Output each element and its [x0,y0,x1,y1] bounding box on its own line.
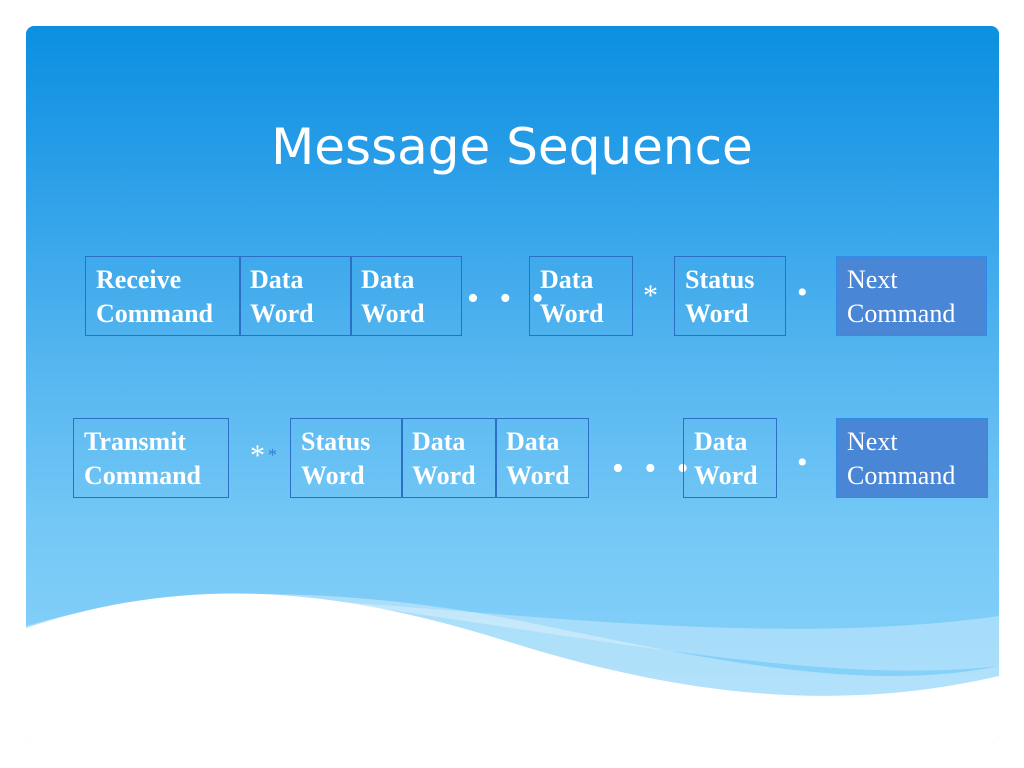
receive-command-box: Receive Command [85,256,241,336]
data-word-box-1: Data Word [401,418,497,498]
gap-marker: * [250,439,265,472]
end-marker: • [797,276,808,309]
wave-decoration [26,593,999,742]
slide-background [26,26,999,742]
gap-marker: * [643,279,658,312]
data-word-box-1: Data Word [239,256,352,336]
status-word-box: Status Word [290,418,403,498]
data-word-box-2: Data Word [350,256,462,336]
ellipsis-marker: • • • [467,280,550,317]
next-command-box: Next Command [836,418,988,498]
next-command-box: Next Command [836,256,987,336]
status-word-box: Status Word [674,256,786,336]
data-word-box-n: Data Word [529,256,633,336]
gap-marker-small: * [268,445,277,465]
data-word-box-n: Data Word [683,418,777,498]
transmit-command-box: Transmit Command [73,418,229,498]
ellipsis-marker: • • • [612,450,695,487]
slide-title: Message Sequence [271,118,753,176]
end-marker: • [797,446,808,479]
data-word-box-2: Data Word [495,418,589,498]
